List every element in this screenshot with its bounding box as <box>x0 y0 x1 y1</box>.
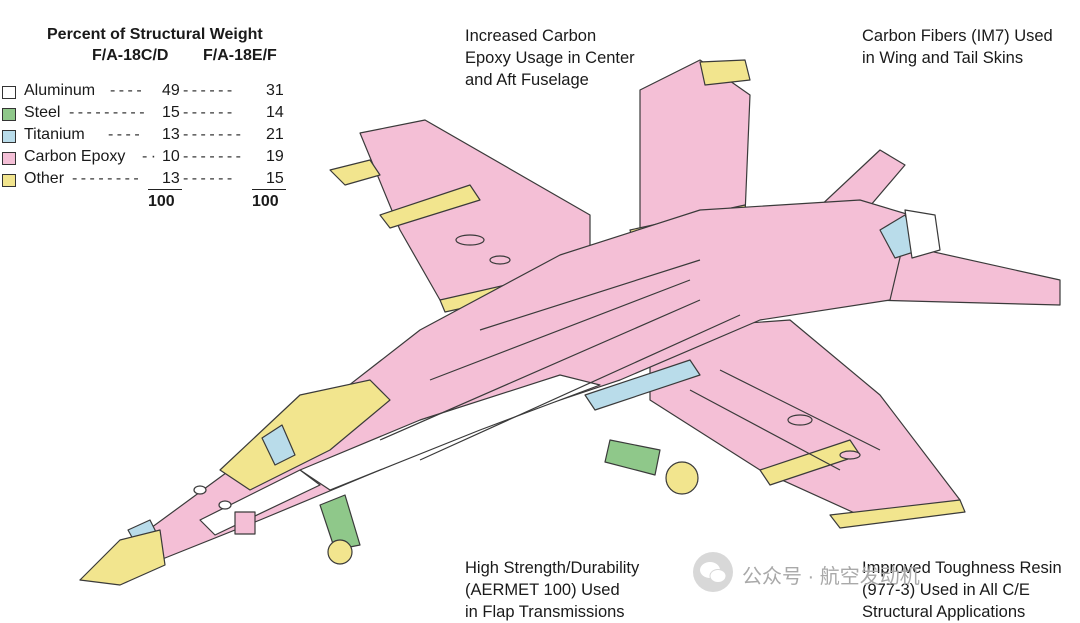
access-panel <box>193 485 207 495</box>
legend-value-ef: 31 <box>266 82 284 99</box>
leader-dashes: - - - - <box>110 82 142 99</box>
legend-row-aluminum: Aluminum - - - - 49 - - - - - - 31 <box>2 82 302 104</box>
steel-swatch <box>2 108 16 121</box>
legend-total-ef: 100 <box>252 193 279 210</box>
legend-value-ef: 15 <box>266 170 284 187</box>
legend-material: Steel <box>24 104 61 121</box>
left-wing-fold <box>379 184 481 229</box>
left-tail-tip <box>699 59 751 86</box>
legend-value-ef: 21 <box>266 126 284 143</box>
access-panel <box>218 500 232 510</box>
legend-material: Carbon Epoxy <box>24 148 126 165</box>
legend-row-steel: Steel - - - - - - - - - 15 - - - - - - 1… <box>2 104 302 126</box>
leader-dashes: - - - - - - <box>183 82 232 99</box>
engine-nozzle <box>904 209 941 259</box>
other-swatch <box>2 174 16 187</box>
nose-gear-strut <box>319 494 361 551</box>
access-panel <box>787 414 813 426</box>
main-gear-strut <box>604 439 661 476</box>
leader-dashes: - - - - - - - <box>183 148 241 165</box>
legend-material: Titanium <box>24 126 85 143</box>
aluminum-swatch <box>2 86 16 99</box>
panel-lines <box>379 259 741 461</box>
legend-value-cd: 15 <box>162 104 180 121</box>
sum-rule-ef <box>252 189 286 191</box>
legend-value-cd: 13 <box>162 126 180 143</box>
canopy <box>219 379 391 491</box>
legend-title: Percent of Structural Weight <box>47 26 263 43</box>
sum-rule-cd <box>148 189 182 191</box>
legend-value-cd: 49 <box>162 82 180 99</box>
canopy-frame <box>261 424 296 466</box>
wechat-icon <box>693 552 733 592</box>
legend-column-ef: F/A-18E/F <box>203 47 277 64</box>
legend-column-cd: F/A-18C/D <box>92 47 169 64</box>
legend-material: Other <box>24 170 65 187</box>
legend-total-cd: 100 <box>148 193 175 210</box>
forward-aluminum-panel <box>199 469 321 536</box>
titanium-panel <box>584 359 701 411</box>
legend-row-other: Other - - - - - - - - 13 - - - - - - 15 <box>2 170 302 192</box>
titanium-swatch <box>2 130 16 143</box>
note-center-aft-fuselage: Increased Carbon Epoxy Usage in Center a… <box>465 27 635 89</box>
nose-wheel <box>327 539 353 565</box>
note-wing-tail-skins: Carbon Fibers (IM7) Used in Wing and Tai… <box>862 27 1053 67</box>
legend-value-cd: 13 <box>162 170 180 187</box>
left-wingtip <box>329 159 381 186</box>
fuselage-aluminum-panel <box>299 374 601 491</box>
legend-value-ef: 19 <box>266 148 284 165</box>
main-wheel <box>665 461 699 495</box>
legend-material: Aluminum <box>24 82 96 99</box>
right-wingtip <box>829 499 966 529</box>
wing-panel-lines <box>689 369 881 471</box>
leader-dashes: - - - - - - - - - <box>69 104 145 121</box>
leader-dashes: - - - - - - - <box>183 126 241 143</box>
leader-dashes: - - - - <box>108 126 140 143</box>
access-panel <box>455 234 485 246</box>
leader-dashes: - · <box>142 148 156 165</box>
legend-row-titanium: Titanium - - - - 13 - - - - - - - 21 <box>2 126 302 148</box>
radome <box>79 529 166 586</box>
legend-row-carbon-epoxy: Carbon Epoxy - · 10 - - - - - - - 19 <box>2 148 302 170</box>
leader-dashes: - - - - - - - - <box>72 170 139 187</box>
carbon-epoxy-swatch <box>2 152 16 165</box>
access-panel <box>234 511 256 535</box>
leader-dashes: - - - - - - <box>183 104 232 121</box>
legend-value-cd: 10 <box>162 148 180 165</box>
watermark-text: 公众号 · 航空发动机 <box>742 566 920 588</box>
access-panel <box>839 450 861 460</box>
leader-dashes: - - - - - - <box>183 170 232 187</box>
legend-value-ef: 14 <box>266 104 284 121</box>
access-panel <box>489 255 511 265</box>
